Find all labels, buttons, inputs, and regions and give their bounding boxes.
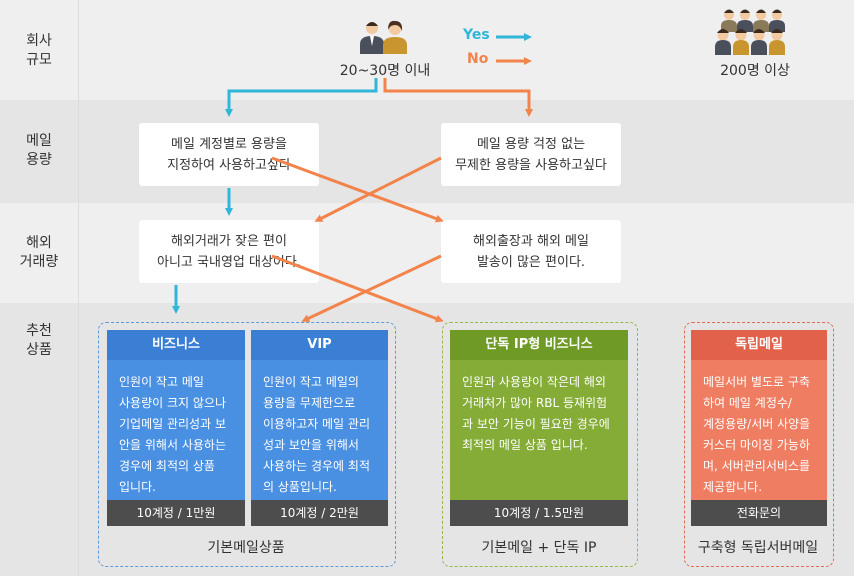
capacity-per-account-box: 메일 계정별로 용량을 지정하여 사용하고싶다 — [139, 123, 319, 186]
product-price: 10계정 / 1.5만원 — [450, 500, 628, 526]
product-title: 비즈니스 — [107, 330, 245, 360]
row-band-company-size — [0, 0, 854, 100]
yes-arrow-to-capacity — [225, 78, 378, 117]
label-column-divider — [78, 0, 79, 576]
no-arrow-overseas-to-vip — [301, 254, 442, 322]
group-basic-ip-caption: 기본메일 + 단독 IP — [481, 540, 597, 556]
product-card-dedicated-ip[interactable]: 단독 IP형 비즈니스 인원과 사용량이 작은데 해외 거래처가 많아 RBL … — [450, 330, 628, 526]
company-size-small-label: 20~30명 이내 — [339, 63, 431, 79]
group-basic-caption: 기본메일상품 — [207, 540, 285, 556]
group-basic-ip — [442, 322, 638, 567]
product-desc: 인원이 작고 메일의 용량을 무제한으로 이용하고자 메일 관리 성과 보안을 … — [251, 360, 388, 500]
product-price: 10계정 / 2만원 — [251, 500, 388, 526]
overseas-high-box: 해외출장과 해외 메일 발송이 많은 편이다. — [441, 220, 621, 283]
product-title: VIP — [251, 330, 388, 360]
row-label-mail-capacity: 메일 용량 — [26, 133, 52, 168]
product-card-vip[interactable]: VIP 인원이 작고 메일의 용량을 무제한으로 이용하고자 메일 관리 성과 … — [251, 330, 388, 526]
row-label-recommended: 추천 상품 — [26, 323, 52, 358]
product-desc: 메일서버 별도로 구축 하여 메일 계정수/ 계정용량/서버 사양을 커스터 마… — [691, 360, 827, 500]
row-label-overseas: 해외 거래량 — [19, 235, 59, 270]
no-arrow-to-unlimited — [383, 78, 533, 117]
no-arrow-overseas-to-ip — [271, 254, 444, 323]
product-price: 10계정 / 1만원 — [107, 500, 245, 526]
company-size-large-label: 200명 이상 — [720, 63, 790, 79]
group-basic-mail — [98, 322, 396, 567]
product-desc: 인원이 작고 메일 사용량이 크지 않으나 기업메일 관리성과 보 안을 위해서… — [107, 360, 245, 500]
product-title: 단독 IP형 비즈니스 — [450, 330, 628, 360]
product-card-independent[interactable]: 독립메일 메일서버 별도로 구축 하여 메일 계정수/ 계정용량/서버 사양을 … — [691, 330, 827, 526]
product-price: 전화문의 — [691, 500, 827, 526]
group-dedicated-caption: 구축형 독립서버메일 — [697, 540, 819, 556]
large-team-people-icon — [715, 9, 785, 55]
row-label-company-size: 회사 규모 — [26, 33, 52, 68]
legend-no-label: No — [467, 51, 489, 67]
no-arrow-capacity-cross-left — [314, 156, 442, 222]
no-arrow-capacity-cross-right — [271, 156, 444, 223]
capacity-unlimited-box: 메일 용량 걱정 없는 무제한 용량을 사용하고싶다 — [441, 123, 621, 186]
small-team-people-icon — [360, 20, 407, 54]
product-title: 독립메일 — [691, 330, 827, 360]
product-card-business[interactable]: 비즈니스 인원이 작고 메일 사용량이 크지 않으나 기업메일 관리성과 보 안… — [107, 330, 245, 526]
overseas-low-box: 해외거래가 잦은 편이 아니고 국내영업 대상이다. — [139, 220, 319, 283]
legend-yes-label: Yes — [463, 27, 490, 43]
group-dedicated — [684, 322, 834, 567]
product-desc: 인원과 사용량이 작은데 해외 거래처가 많아 RBL 등재위험 과 보안 기능… — [450, 360, 628, 500]
